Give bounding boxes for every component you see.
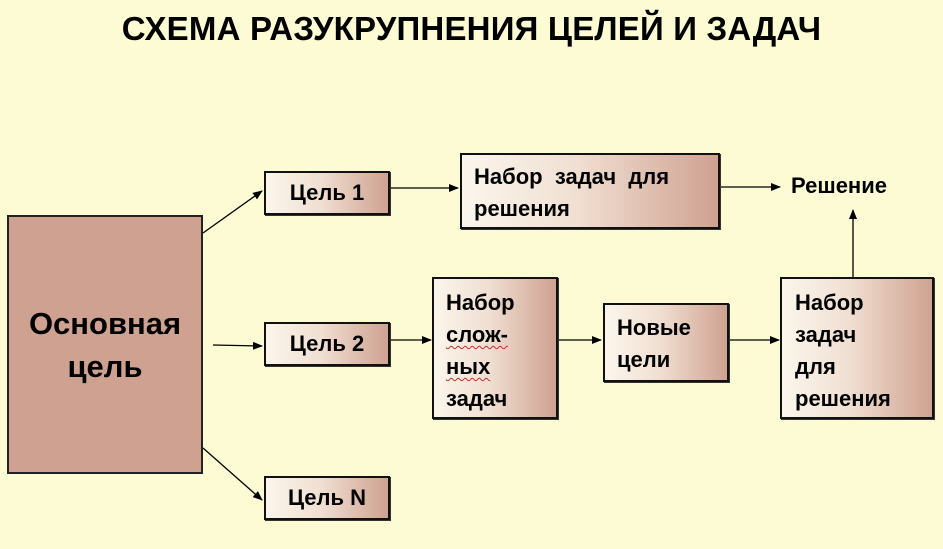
new-goals-label: Новые цели: [617, 315, 691, 372]
diagram-title: СХЕМА РАЗУКРУПНЕНИЯ ЦЕЛЕЙ И ЗАДАЧ: [121, 10, 822, 47]
complex-tasks-line-3: ных: [446, 354, 491, 379]
task-set-top-label: Набор задач для решения: [474, 164, 670, 221]
goal-1-label: Цель 1: [289, 180, 365, 205]
complex-tasks-line-2: слож-: [446, 322, 508, 347]
main-goal-label: Основная цель: [28, 305, 182, 384]
goal-1-box: Цель 1: [264, 171, 390, 215]
arrow-main-to-goal-n: [202, 447, 263, 501]
complex-tasks-box: Набор слож- ных задач: [432, 277, 558, 419]
goal-n-box: Цель N: [264, 476, 390, 520]
arrow-main-to-goal-2: [212, 341, 263, 350]
complex-tasks-line-1: Набор: [446, 290, 515, 315]
main-goal-box: Основная цель: [7, 215, 203, 474]
task-set-right-label: Набор задач для решения: [795, 290, 891, 411]
goal-n-label: Цель N: [287, 485, 367, 510]
task-set-top-box: Набор задач для решения: [460, 153, 720, 229]
goal-2-box: Цель 2: [264, 322, 390, 366]
new-goals-box: Новые цели: [603, 303, 729, 382]
complex-tasks-line-4: задач: [446, 386, 508, 411]
task-set-right-box: Набор задач для решения: [780, 277, 934, 419]
goal-2-label: Цель 2: [289, 331, 365, 356]
solution-label: Решение: [791, 173, 887, 198]
arrow-main-to-goal-1: [202, 190, 263, 234]
